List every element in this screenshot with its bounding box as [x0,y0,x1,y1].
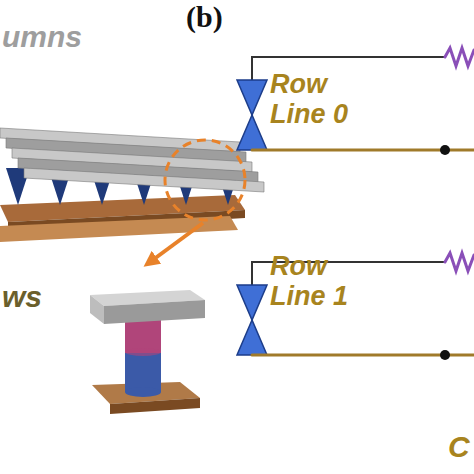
memristor-symbol [445,48,474,66]
array-label: umns [2,20,82,53]
junction-dot [440,350,450,360]
selector-symbol [237,115,267,150]
cell-lower-layer [125,350,161,392]
panel-label: (b) [186,0,223,33]
cell-layer-boundary [125,348,161,356]
zoom-arrow [150,223,203,262]
cell-lower-base [125,387,161,397]
selector-symbol [237,285,267,320]
cell-top-electrode-side [104,300,205,324]
memristor-symbol [445,253,474,271]
junction-dot [440,145,450,155]
array-label: ws [2,280,42,313]
crossbar-array [0,128,264,242]
selector-symbol [237,80,267,115]
cell-top-electrode-end [90,295,104,324]
signal-name: C [448,430,470,463]
selector-symbol [237,320,267,355]
cell-bottom-electrode-side [110,398,200,414]
signal-name: Row Line 0 [270,70,370,129]
highlight-circle [165,140,245,220]
column-bars [0,128,264,192]
signal-name: Row Line 1 [270,252,370,311]
column-bar [24,168,264,192]
memory-cell [90,290,205,414]
circuit [237,48,474,360]
